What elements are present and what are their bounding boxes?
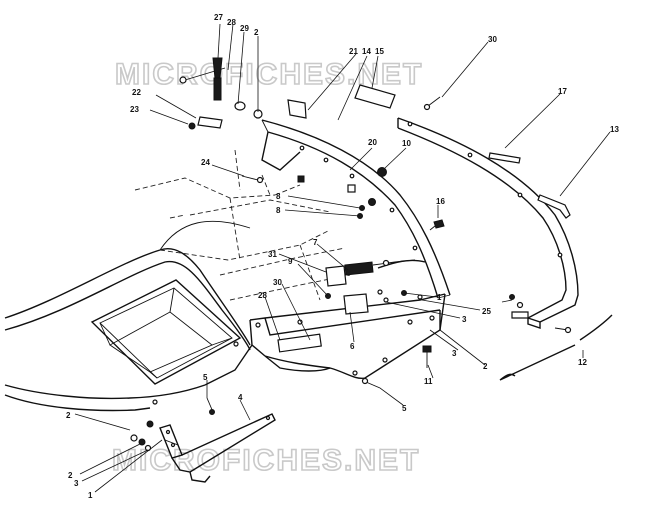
hood-panel xyxy=(4,220,253,412)
callout-9: 9 xyxy=(288,257,293,266)
leader-lines xyxy=(74,23,613,493)
callout-2-bottom: 2 xyxy=(68,471,73,480)
callout-22: 22 xyxy=(132,88,141,97)
screw-24 xyxy=(241,175,264,184)
callout-25: 25 xyxy=(482,307,491,316)
callout-labels: 27 28 29 2 21 14 15 30 17 13 22 23 24 20… xyxy=(66,13,619,500)
callout-13: 13 xyxy=(610,125,619,134)
callout-6: 6 xyxy=(350,342,355,351)
callout-30-top: 30 xyxy=(488,35,497,44)
callout-5-left: 5 xyxy=(203,373,208,382)
callout-8-a: 8 xyxy=(276,192,281,201)
callout-16: 16 xyxy=(436,197,445,206)
bumper-main xyxy=(261,119,451,299)
callout-2-left: 2 xyxy=(66,411,71,420)
frame-outline xyxy=(134,149,351,301)
callout-26: 28 xyxy=(258,291,267,300)
hardware-center xyxy=(325,205,423,303)
grommet-20 xyxy=(368,198,376,206)
callout-27: 27 xyxy=(214,13,223,22)
watermark-top: MICROFICHES.NET xyxy=(115,58,423,91)
callout-8-b: 8 xyxy=(276,206,281,215)
callout-31: 31 xyxy=(268,250,277,259)
bumper-rail-right xyxy=(397,117,579,329)
bolt-30 xyxy=(423,96,441,111)
callout-23: 23 xyxy=(130,105,139,114)
callout-3-mid-b: 3 xyxy=(452,349,457,358)
callout-7: 7 xyxy=(313,238,318,247)
callout-12: 12 xyxy=(578,358,587,367)
watermark-bottom: MICROFICHES.NET xyxy=(112,444,420,477)
part-22-strip xyxy=(197,116,223,129)
nut-23 xyxy=(188,122,196,130)
bracket-4 xyxy=(159,413,276,483)
callout-30-mid: 30 xyxy=(273,278,282,287)
callout-10: 10 xyxy=(402,139,411,148)
callout-15: 15 xyxy=(375,47,384,56)
callout-17: 17 xyxy=(558,87,567,96)
screw-6 xyxy=(361,377,381,389)
washer-29 xyxy=(234,101,263,119)
part-21-bracket xyxy=(287,99,307,119)
bolt-5 xyxy=(206,397,215,415)
plunger-28 xyxy=(212,57,223,101)
callout-11: 11 xyxy=(424,377,433,386)
bumper-bracket xyxy=(249,293,446,380)
callout-5-mid: 5 xyxy=(402,404,407,413)
callout-28: 28 xyxy=(227,18,236,27)
bolt-16 xyxy=(429,219,445,231)
part-17-bar xyxy=(488,152,521,164)
callout-4: 4 xyxy=(238,393,243,402)
callout-24: 24 xyxy=(201,158,210,167)
callout-1-bottom: 1 xyxy=(88,491,93,500)
part-13-clip xyxy=(537,194,571,219)
latch-assembly xyxy=(325,259,426,315)
callout-3-mid-a: 3 xyxy=(462,315,467,324)
part-15-plate xyxy=(354,84,396,109)
callout-1-mid: 1 xyxy=(437,293,442,302)
callout-2-top: 2 xyxy=(254,28,259,37)
callout-20: 20 xyxy=(368,138,377,147)
grommet-10 xyxy=(377,167,387,177)
hardware-right xyxy=(509,294,572,334)
callout-3-bottom: 3 xyxy=(74,479,79,488)
callout-14: 14 xyxy=(362,47,371,56)
bolt-11 xyxy=(422,345,432,368)
callout-2-mid: 2 xyxy=(483,362,488,371)
callout-29: 29 xyxy=(240,24,249,33)
callout-21: 21 xyxy=(349,47,358,56)
